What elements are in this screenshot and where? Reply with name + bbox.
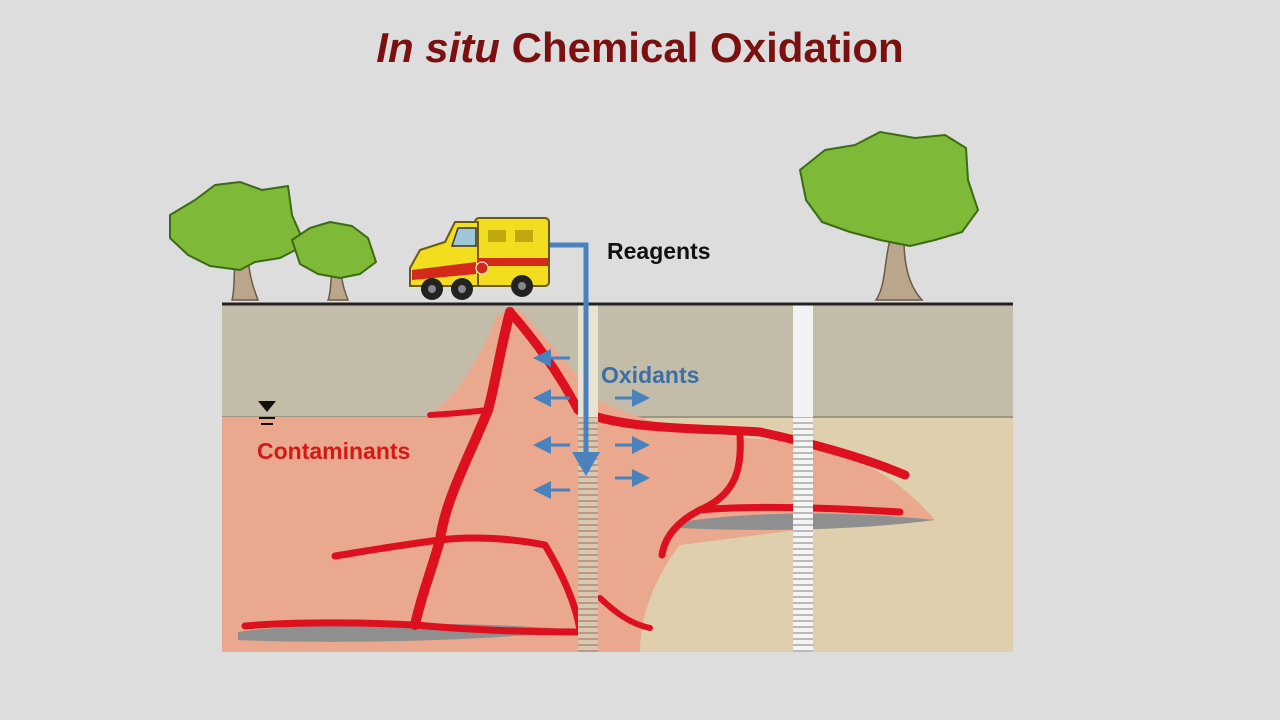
reagents-label: Reagents xyxy=(607,238,711,264)
reagent-pipe xyxy=(548,242,589,455)
reagent-pipe-arrowhead xyxy=(572,452,600,476)
contaminant-veins xyxy=(241,307,910,636)
slide-title: In situ Chemical Oxidation xyxy=(0,24,1280,72)
truck-icon xyxy=(409,217,550,300)
injection-well-screen xyxy=(578,417,598,652)
title-rest: Chemical Oxidation xyxy=(499,24,904,71)
water-table-icon xyxy=(258,401,276,425)
contaminants-label: Contaminants xyxy=(257,438,410,464)
monitoring-well-screen xyxy=(793,417,813,652)
tree-icon xyxy=(799,131,979,301)
vadose-zone xyxy=(222,305,1013,417)
monitoring-well-casing xyxy=(793,305,813,417)
tree-icon xyxy=(291,221,377,301)
title-italic: In situ xyxy=(376,24,500,71)
tree-icon xyxy=(169,181,306,301)
oxidants-label: Oxidants xyxy=(601,362,699,388)
oxidant-arrows xyxy=(533,349,650,499)
